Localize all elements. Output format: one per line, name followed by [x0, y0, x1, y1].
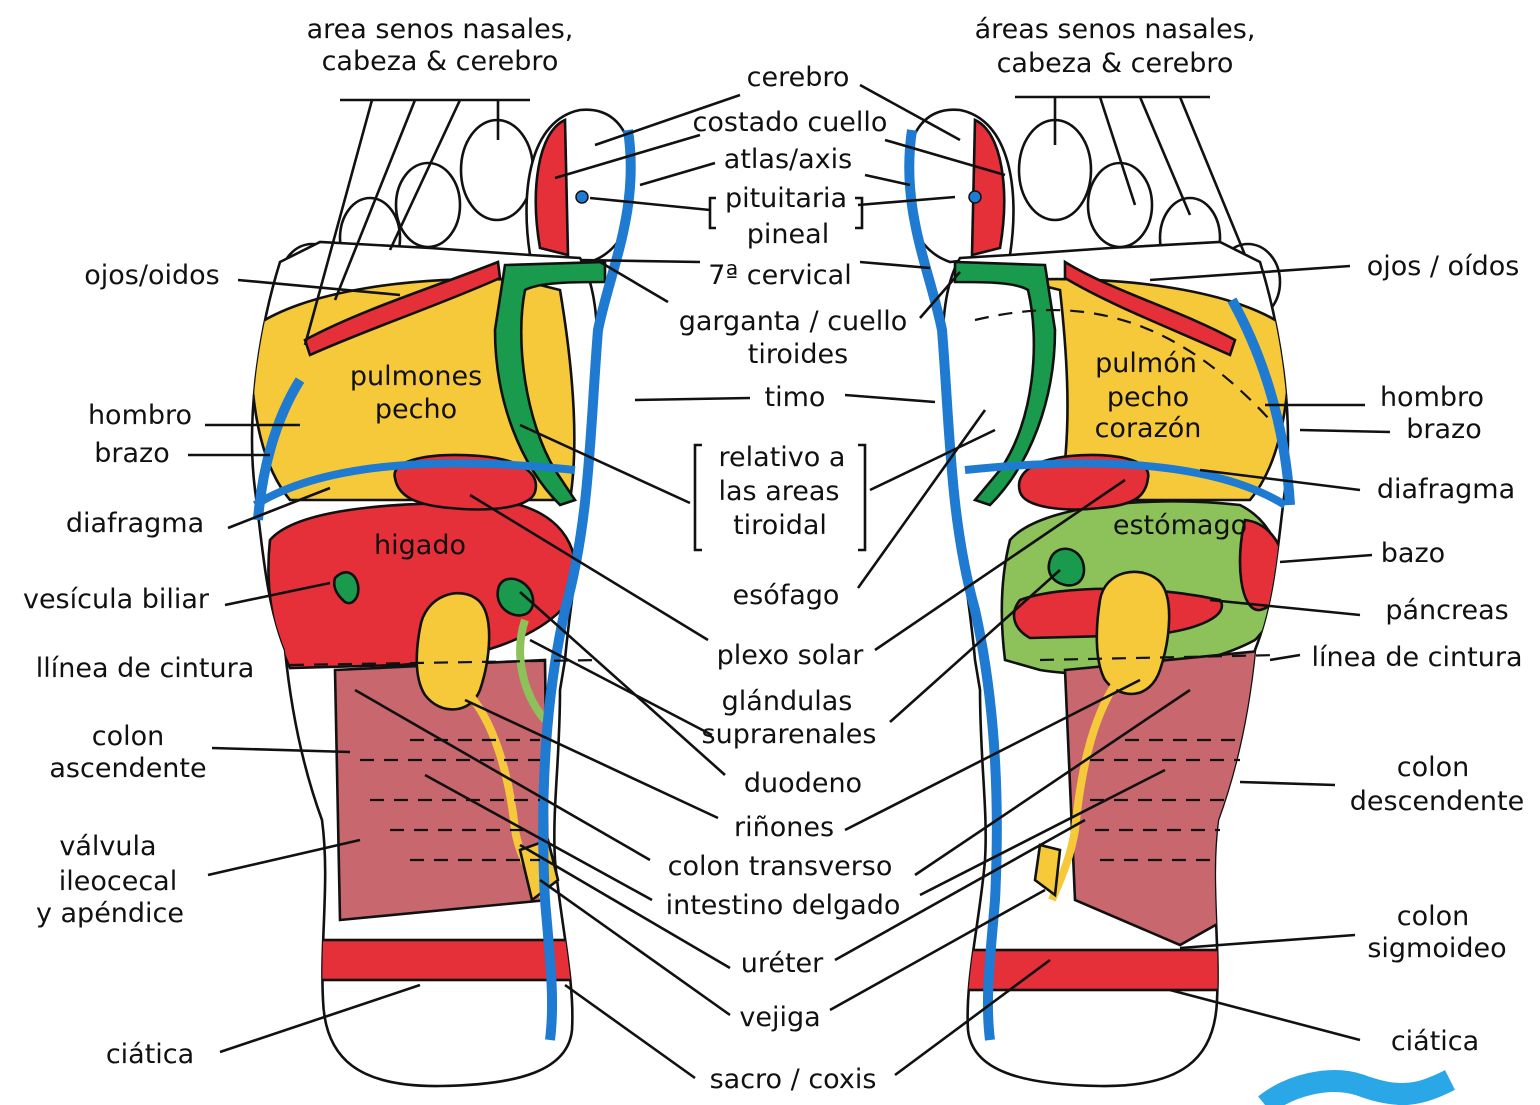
label-glandulas-1: glándulas: [722, 686, 853, 717]
label-pineal: pineal: [747, 219, 829, 250]
label-right-hombro: hombro: [1380, 382, 1484, 413]
label-cervical: 7ª cervical: [708, 260, 851, 291]
label-left-hombro: hombro: [88, 400, 192, 431]
label-relativo-1: relativo a: [719, 442, 846, 473]
label-left-valvula-2: ileocecal: [59, 866, 177, 897]
label-left-brazo: brazo: [94, 438, 169, 469]
label-right-pancreas: páncreas: [1385, 595, 1508, 626]
label-costado-cuello: costado cuello: [693, 107, 888, 138]
right-sinus-label-1: áreas senos nasales,: [975, 14, 1256, 45]
region-pulmones-1: pulmones: [350, 361, 482, 392]
label-left-valvula-1: válvula: [59, 831, 156, 862]
region-estomago: estómago: [1113, 510, 1247, 541]
label-esofago: esófago: [733, 580, 840, 611]
label-plexo: plexo solar: [717, 640, 865, 671]
right-kidney: [1097, 572, 1169, 694]
region-pulmon-2: pecho: [1107, 382, 1189, 413]
label-intestino: intestino delgado: [666, 890, 901, 921]
label-sacro: sacro / coxis: [710, 1064, 877, 1095]
right-colon-zone: [1065, 650, 1270, 945]
label-duodeno: duodeno: [744, 768, 862, 799]
label-right-ojos-oidos: ojos / oídos: [1367, 251, 1520, 282]
label-left-ojos-oidos: ojos/oidos: [84, 260, 219, 291]
right-third-toe: [1088, 163, 1152, 247]
region-higado: higado: [374, 530, 466, 561]
label-left-colon-asc-2: ascendente: [49, 753, 206, 784]
label-right-brazo: brazo: [1406, 414, 1481, 445]
left-sinus-label-2: cabeza & cerebro: [322, 46, 559, 77]
right-sinus-label-2: cabeza & cerebro: [997, 48, 1234, 79]
left-sinus-label-1: area senos nasales,: [307, 14, 574, 45]
label-left-colon-asc-1: colon: [92, 721, 165, 752]
label-left-diafragma: diafragma: [66, 508, 204, 539]
label-rinones: riñones: [734, 812, 834, 843]
label-right-cintura: línea de cintura: [1312, 642, 1523, 673]
label-ureter: uréter: [741, 948, 824, 979]
right-foot: [907, 110, 1290, 1086]
label-atlas: atlas/axis: [724, 144, 852, 175]
label-right-bazo: bazo: [1381, 538, 1445, 569]
label-timo: timo: [765, 382, 826, 413]
label-pituitaria: pituitaria: [725, 183, 847, 214]
left-foot: [250, 110, 633, 1086]
label-right-colon-sig-1: colon: [1397, 901, 1470, 932]
region-pulmones-2: pecho: [375, 394, 457, 425]
left-side-labels: ojos/oidos hombro brazo diafragma vesícu…: [23, 260, 254, 1070]
label-relativo-3: tiroidal: [733, 510, 827, 541]
right-top-label: áreas senos nasales, cabeza & cerebro: [975, 14, 1256, 79]
label-left-cintura: llínea de cintura: [36, 653, 255, 684]
corner-swirl-mark: [1265, 1080, 1450, 1105]
label-right-ciatica: ciática: [1391, 1026, 1479, 1057]
label-colon-trans: colon transverso: [668, 851, 893, 882]
label-glandulas-2: suprarenales: [702, 719, 877, 750]
label-garganta: garganta / cuello: [679, 306, 908, 337]
label-left-vesicula: vesícula biliar: [23, 584, 210, 615]
label-right-colon-desc-2: descendente: [1350, 786, 1524, 817]
label-tiroides: tiroides: [748, 339, 848, 370]
label-right-colon-sig-2: sigmoideo: [1367, 933, 1506, 964]
label-vejiga: vejiga: [739, 1002, 820, 1033]
label-right-colon-desc-1: colon: [1397, 752, 1470, 783]
left-top-label: area senos nasales, cabeza & cerebro: [307, 14, 574, 77]
left-pituitary-dot: [576, 191, 588, 203]
label-left-ciatica: ciática: [106, 1039, 194, 1070]
label-cerebro: cerebro: [747, 62, 850, 93]
right-pituitary-dot: [969, 191, 981, 203]
region-pulmon-1: pulmón: [1095, 348, 1197, 379]
region-pulmon-3: corazón: [1095, 413, 1202, 444]
left-third-toe: [396, 163, 460, 247]
label-left-valvula-3: y apéndice: [36, 898, 184, 929]
label-relativo-2: las areas: [719, 476, 840, 507]
left-kidney: [417, 593, 489, 709]
label-right-diafragma: diafragma: [1377, 474, 1515, 505]
right-adrenal: [1049, 549, 1084, 586]
